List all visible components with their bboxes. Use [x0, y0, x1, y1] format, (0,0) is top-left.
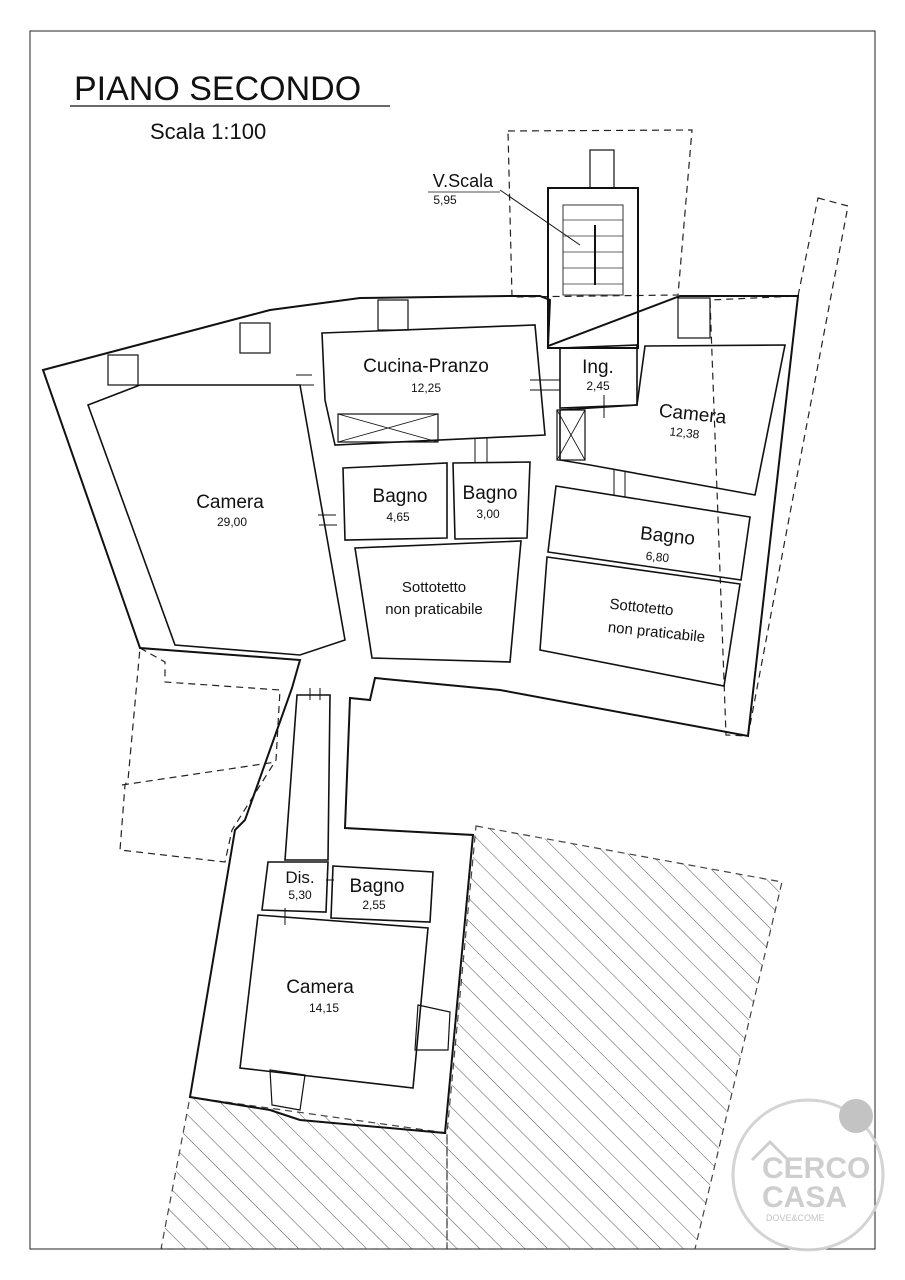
room-area-camera-s: 14,15	[309, 1001, 339, 1015]
stair-tower-outline	[507, 129, 693, 298]
west-terrace-outline	[119, 647, 281, 863]
wall-camera-west	[86, 384, 346, 656]
hatched-courtyard-east	[446, 825, 783, 1250]
room-name-camera-ne: Camera	[658, 401, 728, 429]
kitchen-counter	[337, 413, 439, 443]
east-roof-outline	[709, 197, 849, 737]
window-niche	[677, 297, 711, 339]
room-area-cucina: 12,25	[411, 381, 441, 395]
chimney	[589, 149, 615, 189]
kitchen-counter-cross	[337, 413, 439, 443]
room-area-camera-w: 29,00	[217, 515, 247, 529]
window-niche	[239, 322, 271, 354]
room-area-bagno-2: 3,00	[476, 507, 500, 521]
stair-area: 5,95	[433, 193, 457, 207]
stair-flights	[562, 204, 624, 296]
window-niche	[107, 354, 139, 386]
west-terrace-divider	[121, 761, 277, 786]
wall-disimpegno	[261, 861, 329, 913]
logo-word-1: CERCO	[762, 1152, 870, 1185]
wall-bagno-3	[547, 485, 751, 581]
room-name-bagno-3: Bagno	[639, 523, 696, 550]
room-name-ingresso: Ing.	[582, 357, 614, 378]
room-area-bagno-4: 2,55	[362, 898, 386, 912]
room-name-bagno-4: Bagno	[350, 876, 405, 897]
wall-bagno-1	[342, 462, 448, 541]
room-name-disimpegno: Dis.	[285, 868, 314, 887]
building-outer-wall	[41, 295, 800, 1135]
room-name-camera-s: Camera	[286, 977, 354, 998]
wall-sottotetto-1	[354, 540, 522, 663]
wall-bagno-4	[330, 865, 434, 923]
drawing-frame	[29, 30, 876, 1250]
wall-camera-ne	[559, 344, 786, 496]
window-niche	[377, 299, 409, 331]
room-area-ingresso: 2,45	[586, 379, 610, 393]
logo-ring	[731, 1098, 885, 1252]
room-area-camera-ne: 12,38	[669, 424, 701, 441]
sottotetto-1-line1: Sottotetto	[402, 579, 466, 596]
logo-tagline: DOVE&COME	[766, 1213, 825, 1223]
stair-pointer	[499, 189, 581, 246]
wall-bagno-2	[452, 461, 531, 540]
room-area-disimpegno: 5,30	[288, 888, 312, 902]
wall-sottotetto-2	[539, 556, 741, 687]
house-icon	[750, 1139, 790, 1162]
window-south-east	[414, 1004, 451, 1051]
logo-dot	[839, 1099, 873, 1133]
closet-ne-cross	[556, 409, 586, 461]
room-name-camera-w: Camera	[196, 492, 264, 513]
cercocasa-logo: CERCO CASA DOVE&COME	[731, 1098, 885, 1252]
stair-name: V.Scala	[433, 171, 494, 191]
wall-camera-south	[239, 914, 429, 1089]
sottotetto-1-line2: non praticabile	[385, 601, 483, 618]
wall-cucina	[321, 324, 546, 446]
plan-title: PIANO SECONDO	[74, 70, 361, 108]
wall-corridor	[284, 694, 331, 861]
room-name-cucina: Cucina-Pranzo	[363, 356, 489, 377]
sottotetto-2-line2: non praticabile	[607, 619, 706, 646]
scale-label: Scala 1:100	[150, 119, 266, 144]
sottotetto-2-line1: Sottotetto	[609, 596, 675, 620]
window-south	[269, 1069, 306, 1111]
room-area-bagno-3: 6,80	[645, 549, 670, 565]
room-name-bagno-2: Bagno	[463, 483, 518, 504]
logo-word-2: CASA	[762, 1181, 847, 1214]
room-area-bagno-1: 4,65	[386, 510, 410, 524]
closet-ne	[556, 409, 586, 461]
room-name-bagno-1: Bagno	[373, 486, 428, 507]
hatched-courtyard-southwest	[160, 1096, 448, 1250]
